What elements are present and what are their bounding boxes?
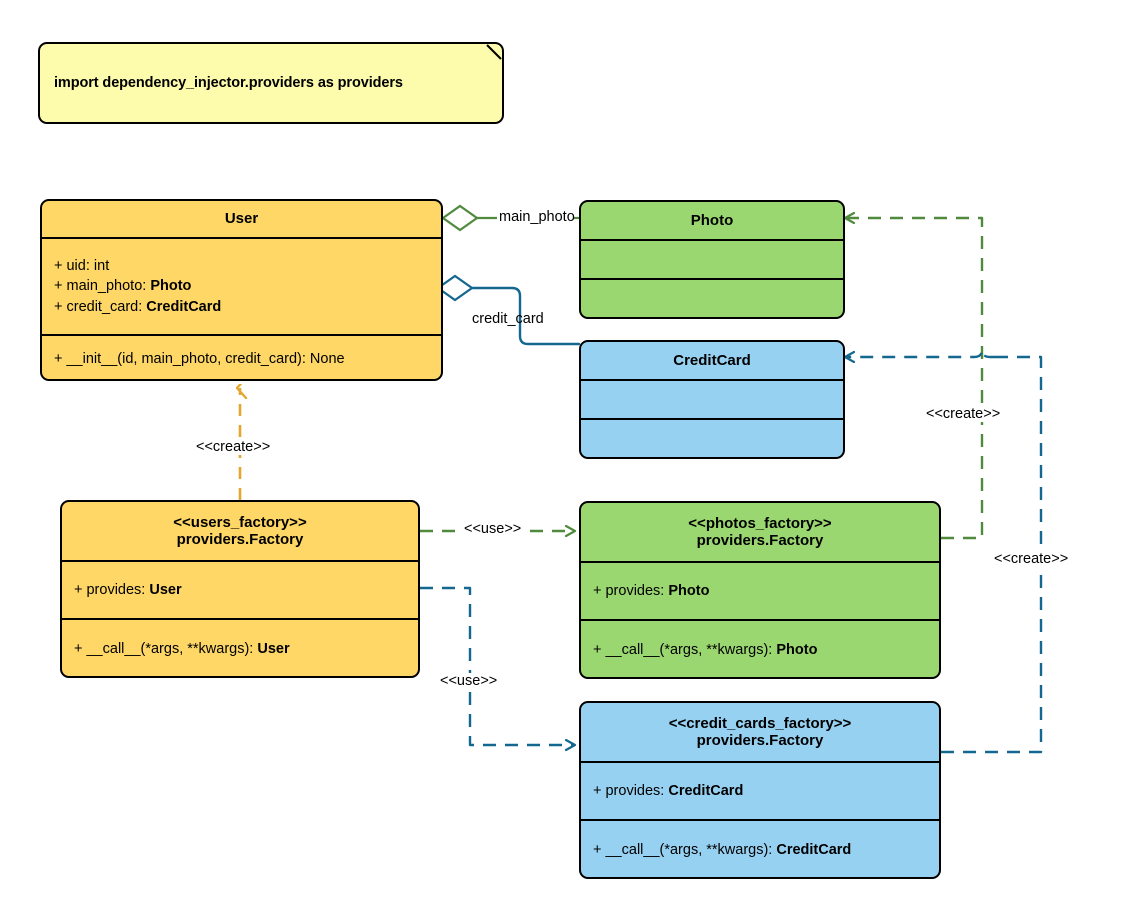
class-users-factory-header: <<users_factory>> providers.Factory — [62, 502, 418, 562]
class-user-header: User — [42, 201, 441, 239]
class-photos-factory-header: <<photos_factory>> providers.Factory — [581, 503, 939, 563]
class-user-attributes: + uid: int + main_photo: Photo + credit_… — [42, 239, 441, 336]
label-credit-card: credit_card — [472, 311, 544, 327]
class-users-factory-attributes: + provides: User — [62, 562, 418, 620]
class-credit-card-header: CreditCard — [581, 342, 843, 381]
method-call: + __call__(*args, **kwargs): Photo — [593, 641, 818, 658]
relation-use-credit-cards — [420, 586, 575, 745]
class-box-photo[interactable]: Photo — [579, 200, 845, 319]
class-users-factory-stereotype: <<users_factory>> — [173, 513, 307, 531]
import-note-text: import dependency_injector.providers as … — [54, 75, 403, 91]
class-credit-cards-factory-name: providers.Factory — [696, 732, 824, 749]
attribute-provides: + provides: CreditCard — [593, 782, 744, 799]
relation-photos-create — [845, 218, 984, 540]
method-call: + __call__(*args, **kwargs): CreditCard — [593, 841, 852, 858]
note-fold-icon — [486, 44, 502, 60]
method-call: + __call__(*args, **kwargs): User — [74, 640, 290, 657]
class-photo-name: Photo — [690, 211, 734, 229]
label-main-photo: main_photo — [499, 209, 575, 225]
class-photos-factory-name: providers.Factory — [696, 532, 824, 549]
class-photos-factory-methods: + __call__(*args, **kwargs): Photo — [581, 621, 939, 677]
class-box-user[interactable]: User + uid: int + main_photo: Photo + cr… — [40, 199, 443, 381]
class-box-photos-factory[interactable]: <<photos_factory>> providers.Factory + p… — [579, 501, 941, 679]
class-photos-factory-stereotype: <<photos_factory>> — [688, 514, 832, 532]
class-credit-cards-factory-stereotype: <<credit_cards_factory>> — [668, 714, 852, 732]
class-users-factory-name: providers.Factory — [176, 531, 304, 548]
class-credit-card-name: CreditCard — [673, 351, 751, 369]
attribute-credit-card: + credit_card: CreditCard — [54, 298, 222, 315]
class-users-factory-methods: + __call__(*args, **kwargs): User — [62, 620, 418, 676]
class-user-methods: + __init__(id, main_photo, credit_card):… — [42, 336, 441, 379]
class-photo-methods — [581, 280, 843, 317]
class-box-credit-cards-factory[interactable]: <<credit_cards_factory>> providers.Facto… — [579, 701, 941, 879]
label-use-credit-cards: <<use>> — [436, 673, 502, 689]
method-init: + __init__(id, main_photo, credit_card):… — [54, 351, 345, 368]
relation-credit-card — [436, 274, 581, 346]
class-credit-cards-factory-header: <<credit_cards_factory>> providers.Facto… — [581, 703, 939, 763]
label-credit-cards-create: <<create>> — [991, 551, 1072, 567]
label-users-create: <<create>> — [193, 439, 274, 455]
label-photos-create: <<create>> — [923, 406, 1004, 422]
attribute-main-photo: + main_photo: Photo — [54, 278, 192, 295]
attribute-provides: + provides: Photo — [593, 582, 710, 599]
attribute-uid: + uid: int — [54, 257, 110, 274]
class-credit-card-attributes — [581, 381, 843, 420]
class-photo-header: Photo — [581, 202, 843, 241]
class-user-name: User — [224, 210, 259, 228]
import-note: import dependency_injector.providers as … — [38, 42, 504, 124]
class-photos-factory-attributes: + provides: Photo — [581, 563, 939, 621]
class-box-users-factory[interactable]: <<users_factory>> providers.Factory + pr… — [60, 500, 420, 678]
class-credit-cards-factory-attributes: + provides: CreditCard — [581, 763, 939, 821]
class-credit-card-methods — [581, 420, 843, 457]
label-use-photos: <<use>> — [460, 521, 526, 537]
attribute-provides: + provides: User — [74, 581, 182, 598]
class-box-credit-card[interactable]: CreditCard — [579, 340, 845, 459]
class-credit-cards-factory-methods: + __call__(*args, **kwargs): CreditCard — [581, 821, 939, 877]
class-photo-attributes — [581, 241, 843, 280]
